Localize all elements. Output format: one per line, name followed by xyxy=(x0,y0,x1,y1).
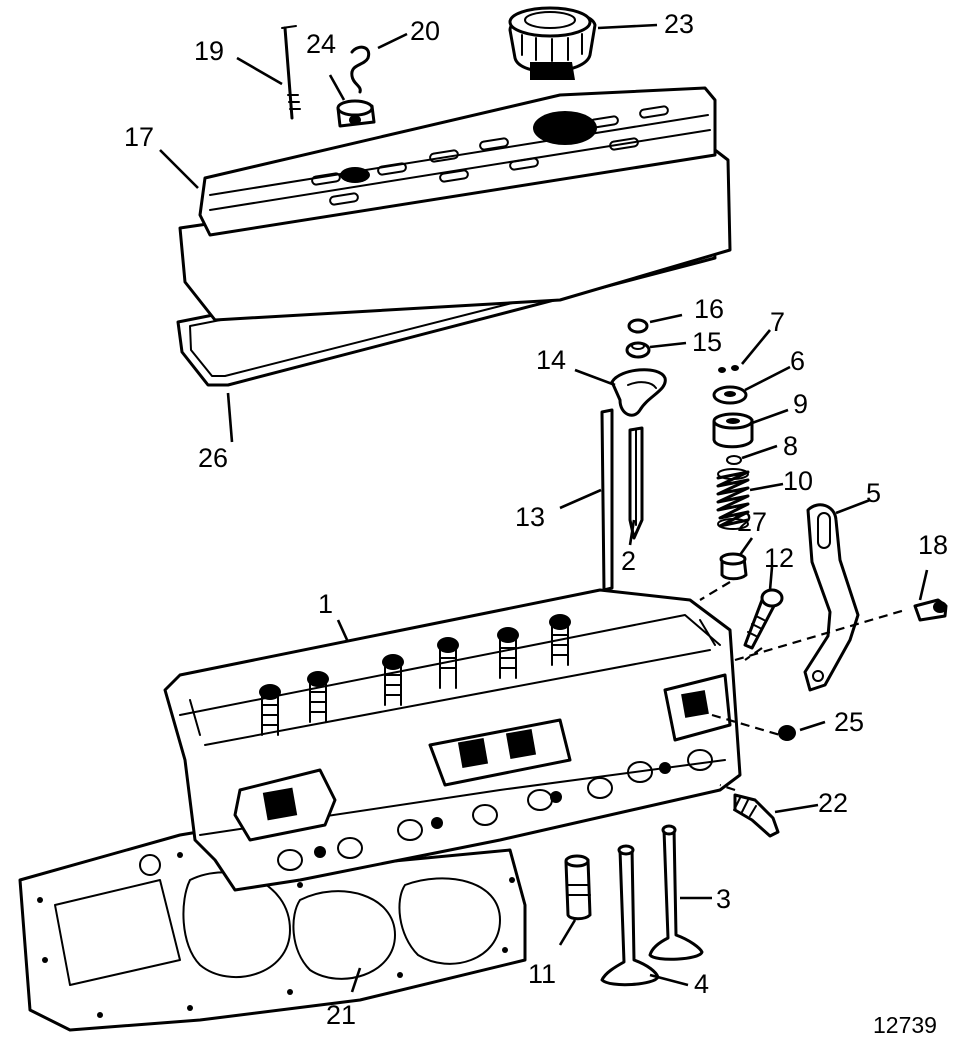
rocker-arm xyxy=(610,368,667,417)
callout-27: 27 xyxy=(737,507,767,537)
pushrod xyxy=(600,408,614,592)
callout-13: 13 xyxy=(515,502,545,532)
callout-20: 20 xyxy=(410,16,440,46)
temperature-sender xyxy=(733,793,780,838)
callout-3: 3 xyxy=(716,884,731,914)
callout-21: 21 xyxy=(326,1000,356,1030)
intake-valve xyxy=(648,824,704,961)
valve-spring xyxy=(716,468,750,530)
callout-17: 17 xyxy=(124,122,154,152)
callout-26: 26 xyxy=(198,443,228,473)
callout-2: 2 xyxy=(621,546,636,576)
grommet xyxy=(336,99,376,128)
accessory-bracket xyxy=(803,503,860,692)
spring-cap xyxy=(712,385,748,405)
rocker-stud xyxy=(743,588,784,650)
callout-22: 22 xyxy=(818,788,848,818)
spring-washer xyxy=(719,552,748,581)
callout-5: 5 xyxy=(866,478,881,508)
hydraulic-lifter xyxy=(564,854,592,921)
pcv-tube xyxy=(350,45,371,94)
callout-23: 23 xyxy=(664,9,694,39)
pushrod-guide xyxy=(628,426,644,540)
cylinder-head xyxy=(163,588,742,892)
callout-7: 7 xyxy=(770,307,785,337)
rocker-nut xyxy=(627,318,649,334)
callout-9: 9 xyxy=(793,389,808,419)
callout-15: 15 xyxy=(692,327,722,357)
assembly-lines xyxy=(699,581,906,792)
callout-18: 18 xyxy=(918,530,948,560)
valve-cover xyxy=(178,86,732,322)
callout-24: 24 xyxy=(306,29,336,59)
oil-seal xyxy=(726,455,742,465)
callout-19: 19 xyxy=(194,36,224,66)
valve-shield xyxy=(712,412,754,449)
callout-labels: 1 2 3 4 5 6 7 8 9 10 11 12 13 14 15 16 1… xyxy=(124,9,948,1038)
oil-filler-cap xyxy=(508,6,597,80)
callout-10: 10 xyxy=(783,466,813,496)
figure-number: 12739 xyxy=(873,1012,937,1038)
callout-16: 16 xyxy=(694,294,724,324)
valve-cover-bolt xyxy=(281,25,301,120)
head-gasket xyxy=(18,828,527,1032)
leader-lines xyxy=(159,23,929,993)
bracket-bolt xyxy=(913,598,948,622)
callout-14: 14 xyxy=(536,345,566,375)
valve-keys xyxy=(718,365,739,373)
exhaust-valve xyxy=(600,844,660,987)
pipe-plug xyxy=(778,725,796,741)
callout-1: 1 xyxy=(318,589,333,619)
callout-12: 12 xyxy=(764,543,794,573)
callout-8: 8 xyxy=(783,431,798,461)
callout-4: 4 xyxy=(694,969,709,999)
callout-25: 25 xyxy=(834,707,864,737)
rocker-ball xyxy=(625,341,651,359)
callout-11: 11 xyxy=(528,959,556,989)
callout-6: 6 xyxy=(790,346,805,376)
